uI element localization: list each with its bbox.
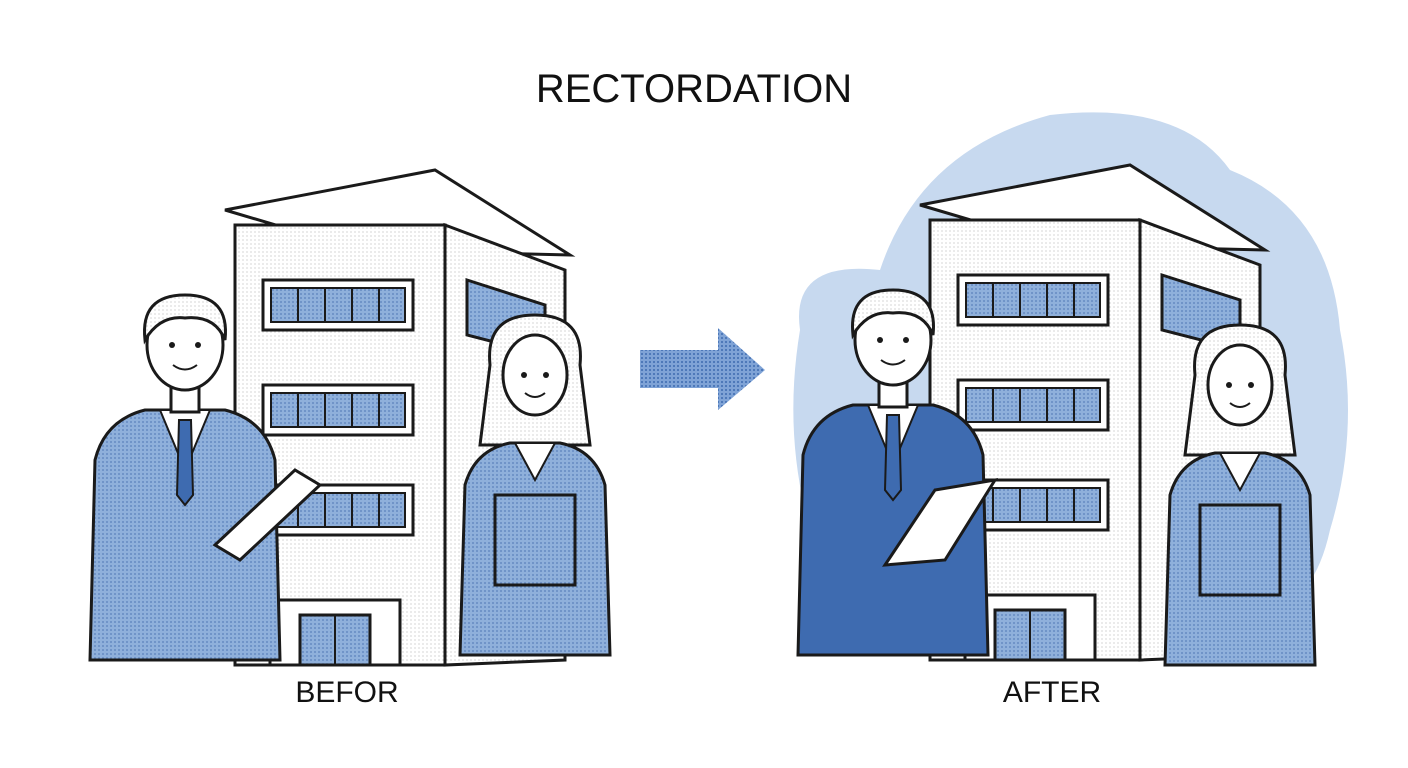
after-label: AFTER xyxy=(1003,676,1101,709)
before-document xyxy=(212,468,323,562)
after-panel: AFTER xyxy=(793,112,1348,709)
arrow-right-icon xyxy=(640,328,765,410)
before-panel: BEFOR xyxy=(88,170,612,709)
after-document xyxy=(882,477,999,567)
title: RECTORDATION xyxy=(536,67,852,111)
before-label: BEFOR xyxy=(295,676,398,709)
